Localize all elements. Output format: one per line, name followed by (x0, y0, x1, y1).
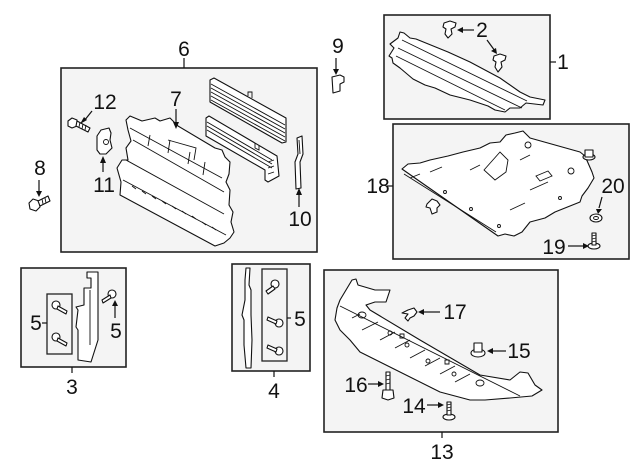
part-11-bracket[interactable] (96, 127, 113, 155)
arrow-16 (378, 381, 384, 387)
callout-6[interactable]: 6 (178, 38, 190, 61)
part-13-deflector[interactable] (334, 278, 543, 401)
arrow-7 (173, 122, 179, 129)
part-5-screw[interactable] (266, 344, 284, 356)
callout-20[interactable]: 20 (601, 175, 624, 198)
arrow-12 (80, 117, 87, 124)
part-5-screw[interactable] (265, 279, 280, 295)
part-18-push-pin[interactable] (425, 198, 441, 215)
part-15-pin[interactable] (470, 342, 486, 358)
callout-19[interactable]: 19 (542, 236, 565, 259)
leader-20 (598, 196, 603, 209)
callout-12[interactable]: 12 (93, 91, 116, 114)
arrow-20 (596, 209, 602, 214)
part-14-bolt[interactable] (442, 401, 456, 421)
part-16-bolt[interactable] (381, 371, 395, 401)
part-7-shutter-frame[interactable] (116, 115, 235, 247)
arrow-10 (296, 188, 302, 195)
part-1-deflector[interactable] (388, 31, 546, 113)
part-20-nut[interactable] (589, 213, 603, 223)
callout-10[interactable]: 10 (288, 208, 311, 231)
callout-11[interactable]: 11 (93, 174, 115, 197)
part-19-bolt[interactable] (587, 232, 601, 250)
arrow-15 (487, 348, 493, 354)
callout-3[interactable]: 3 (66, 376, 78, 399)
part-17-clip[interactable] (401, 307, 418, 322)
callout-5-b[interactable]: 5 (110, 320, 122, 343)
part-8-bolt[interactable] (28, 195, 51, 212)
arrow-11 (100, 156, 106, 163)
arrow-14 (438, 402, 444, 408)
part-lower-louver[interactable] (205, 115, 280, 183)
part-18-clip[interactable] (582, 149, 596, 161)
part-12-bolt[interactable] (67, 117, 91, 133)
callout-17[interactable]: 17 (443, 301, 466, 324)
part-5-screw[interactable] (266, 316, 284, 328)
arrow-2b (491, 48, 497, 54)
callout-5-c[interactable]: 5 (294, 308, 306, 331)
callout-15[interactable]: 15 (507, 340, 530, 363)
callout-2[interactable]: 2 (476, 19, 488, 42)
callout-5-a[interactable]: 5 (30, 312, 42, 335)
arrow-2a (457, 27, 463, 33)
arrow-8 (36, 191, 42, 197)
callout-9[interactable]: 9 (332, 35, 344, 58)
callout-8[interactable]: 8 (34, 157, 46, 180)
callout-1[interactable]: 1 (557, 51, 569, 74)
part-upper-louver[interactable] (209, 77, 287, 144)
arrow-9 (333, 69, 339, 75)
part-2-clip-lower[interactable] (492, 53, 507, 73)
callout-14[interactable]: 14 (402, 395, 426, 418)
part-4-bracket[interactable] (241, 267, 253, 369)
callout-4[interactable]: 4 (268, 380, 280, 403)
callout-13[interactable]: 13 (430, 441, 453, 464)
part-3-bracket[interactable] (75, 271, 99, 363)
part-5-screw[interactable] (101, 289, 117, 304)
callout-16[interactable]: 16 (344, 374, 367, 397)
part-10-bracket[interactable] (294, 135, 304, 190)
part-5-screw[interactable] (51, 332, 68, 347)
part-5-screw[interactable] (51, 300, 68, 315)
part-2-clip-upper[interactable] (442, 20, 457, 39)
part-9-clip[interactable] (331, 74, 345, 94)
callout-18[interactable]: 18 (366, 175, 389, 198)
arrow-17 (418, 309, 424, 315)
arrow-5-b (112, 300, 118, 306)
leader-2b (486, 39, 496, 52)
arrow-19 (583, 243, 589, 249)
callout-7[interactable]: 7 (170, 88, 182, 111)
group-3-box: 3 (20, 267, 127, 399)
